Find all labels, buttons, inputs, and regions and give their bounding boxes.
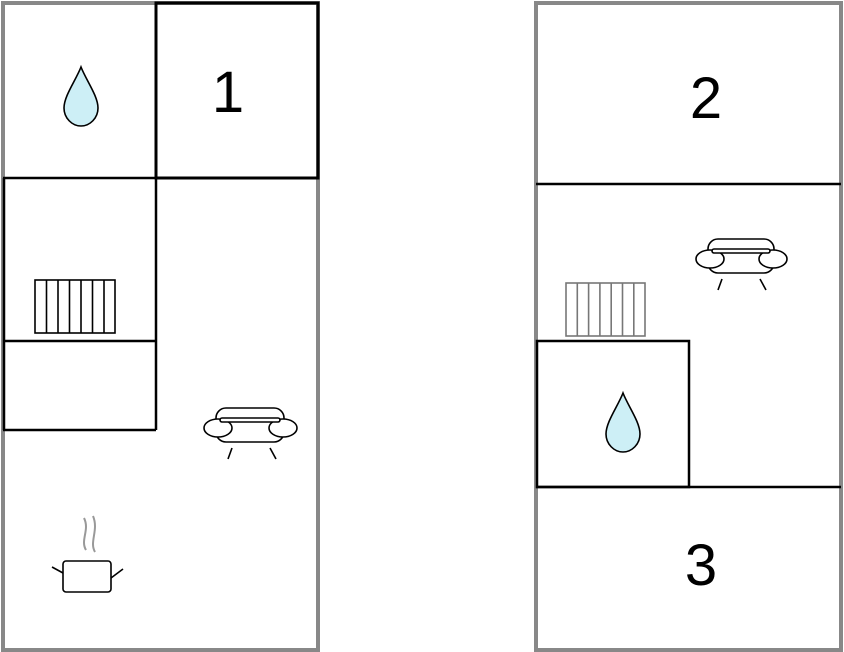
- room-number-2: 2: [690, 66, 722, 131]
- water-drop-icon-right: [605, 390, 641, 453]
- radiator-icon: [34, 279, 116, 334]
- right-floor-plan: 2 3: [534, 1, 843, 652]
- sofa-icon: [203, 407, 298, 460]
- right-outer-wall: [534, 1, 843, 652]
- room-number-3: 3: [685, 533, 717, 598]
- room-number-1: 1: [212, 60, 244, 125]
- sofa-icon-right: [695, 238, 788, 291]
- cooking-pot-icon: [51, 515, 124, 593]
- water-drop-icon: [63, 64, 99, 127]
- right-bathroom-box: [535, 339, 691, 489]
- radiator-icon-right: [565, 282, 646, 337]
- left-floor-plan: 1: [1, 1, 320, 652]
